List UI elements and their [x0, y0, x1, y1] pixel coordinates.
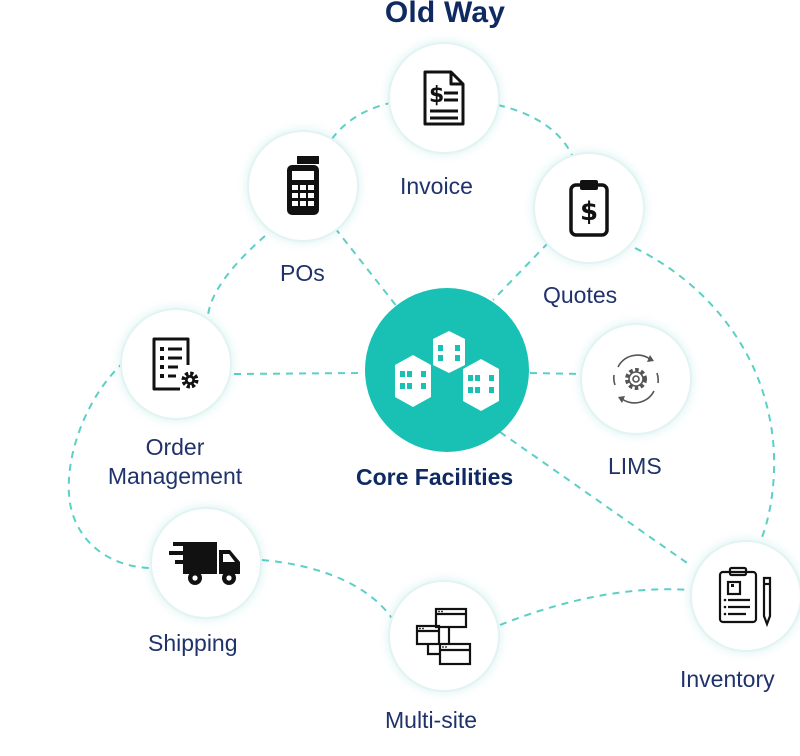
label-order-management-line2: Management — [107, 463, 243, 490]
cash-register-icon — [287, 156, 319, 215]
label-invoice: Invoice — [400, 173, 473, 199]
label-pos: POs — [280, 260, 325, 286]
order-list-gear-icon — [152, 337, 199, 391]
label-shipping: Shipping — [148, 630, 238, 656]
link-order-shipping — [67, 361, 153, 569]
link-pos-order — [207, 235, 266, 317]
node-shipping[interactable] — [150, 507, 262, 619]
node-quotes[interactable]: $ — [533, 152, 645, 264]
link-shipping-multisite — [261, 559, 394, 621]
label-core-facilities: Core Facilities — [356, 464, 514, 490]
link-order-core — [233, 372, 361, 375]
label-order-management: Order Management — [90, 433, 260, 492]
link-quotes-inventory — [634, 247, 776, 543]
truck-icon — [169, 542, 240, 585]
gear-cycle-icon — [613, 354, 659, 404]
node-multisite[interactable] — [388, 580, 500, 692]
node-order-management[interactable] — [120, 308, 232, 420]
link-invoice-quotes — [497, 104, 576, 163]
clipboard-dollar-icon: $ — [569, 180, 609, 237]
buildings-icon — [395, 331, 499, 411]
windows-network-icon — [415, 607, 472, 666]
label-quotes: Quotes — [543, 282, 618, 308]
node-pos[interactable] — [247, 130, 359, 242]
node-core-facilities[interactable] — [365, 288, 529, 452]
node-invoice[interactable]: $ — [388, 42, 500, 154]
link-core-lims — [529, 372, 581, 375]
invoice-icon: $ — [423, 70, 465, 126]
clipboard-checklist-icon — [718, 566, 772, 628]
label-inventory: Inventory — [680, 666, 775, 692]
diagram-title: Old Way — [384, 0, 506, 29]
label-multisite: Multi-site — [385, 707, 478, 733]
label-order-management-line1: Order — [145, 434, 205, 460]
link-quotes-core — [492, 242, 549, 301]
node-lims[interactable] — [580, 323, 692, 435]
node-inventory[interactable] — [690, 540, 800, 652]
label-lims: LIMS — [608, 453, 662, 479]
link-pos-core — [334, 227, 399, 309]
svg-text:$: $ — [429, 83, 444, 108]
link-multisite-inventory — [499, 588, 691, 626]
svg-text:$: $ — [580, 197, 598, 227]
